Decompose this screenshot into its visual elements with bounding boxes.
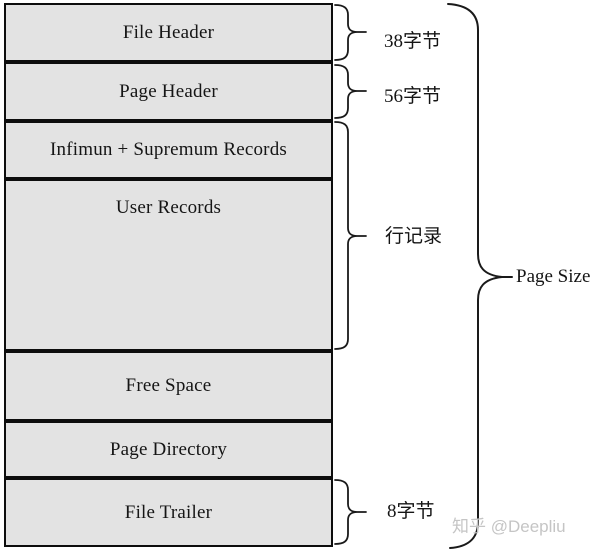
- box-infimum-supremum-records-label: Infimun + Supremum Records: [49, 139, 288, 160]
- box-file-trailer-label: File Trailer: [124, 501, 213, 523]
- brace-file-header-size: [334, 4, 367, 61]
- annotation-row-records: 行记录: [385, 226, 443, 247]
- box-file-header: File Header: [4, 3, 333, 62]
- box-free-space: Free Space: [4, 351, 333, 421]
- box-infimum-supremum-records: Infimun + Supremum Records: [4, 121, 333, 179]
- page-structure-stack: File Header Page Header Infimun + Suprem…: [4, 3, 333, 547]
- box-page-directory-label: Page Directory: [109, 438, 228, 460]
- box-file-trailer: File Trailer: [4, 478, 333, 547]
- annotation-page-size: Page Size: [516, 266, 591, 287]
- brace-page-size: [447, 3, 513, 549]
- brace-page-header-size: [334, 64, 367, 119]
- annotation-file-trailer-size: 8字节: [387, 501, 435, 522]
- box-page-directory: Page Directory: [4, 421, 333, 478]
- box-page-header-label: Page Header: [119, 80, 218, 102]
- zhihu-watermark: 知乎 @Deepliu: [452, 517, 566, 536]
- box-page-header: Page Header: [4, 62, 333, 121]
- box-file-header-label: File Header: [122, 21, 215, 43]
- annotation-file-header-size: 38字节: [384, 31, 442, 52]
- box-user-records: User Records: [4, 179, 333, 351]
- box-free-space-label: Free Space: [125, 375, 212, 396]
- brace-row-records: [334, 121, 367, 350]
- brace-file-trailer-size: [334, 479, 367, 545]
- annotation-page-header-size: 56字节: [384, 86, 442, 107]
- box-user-records-label: User Records: [115, 197, 222, 218]
